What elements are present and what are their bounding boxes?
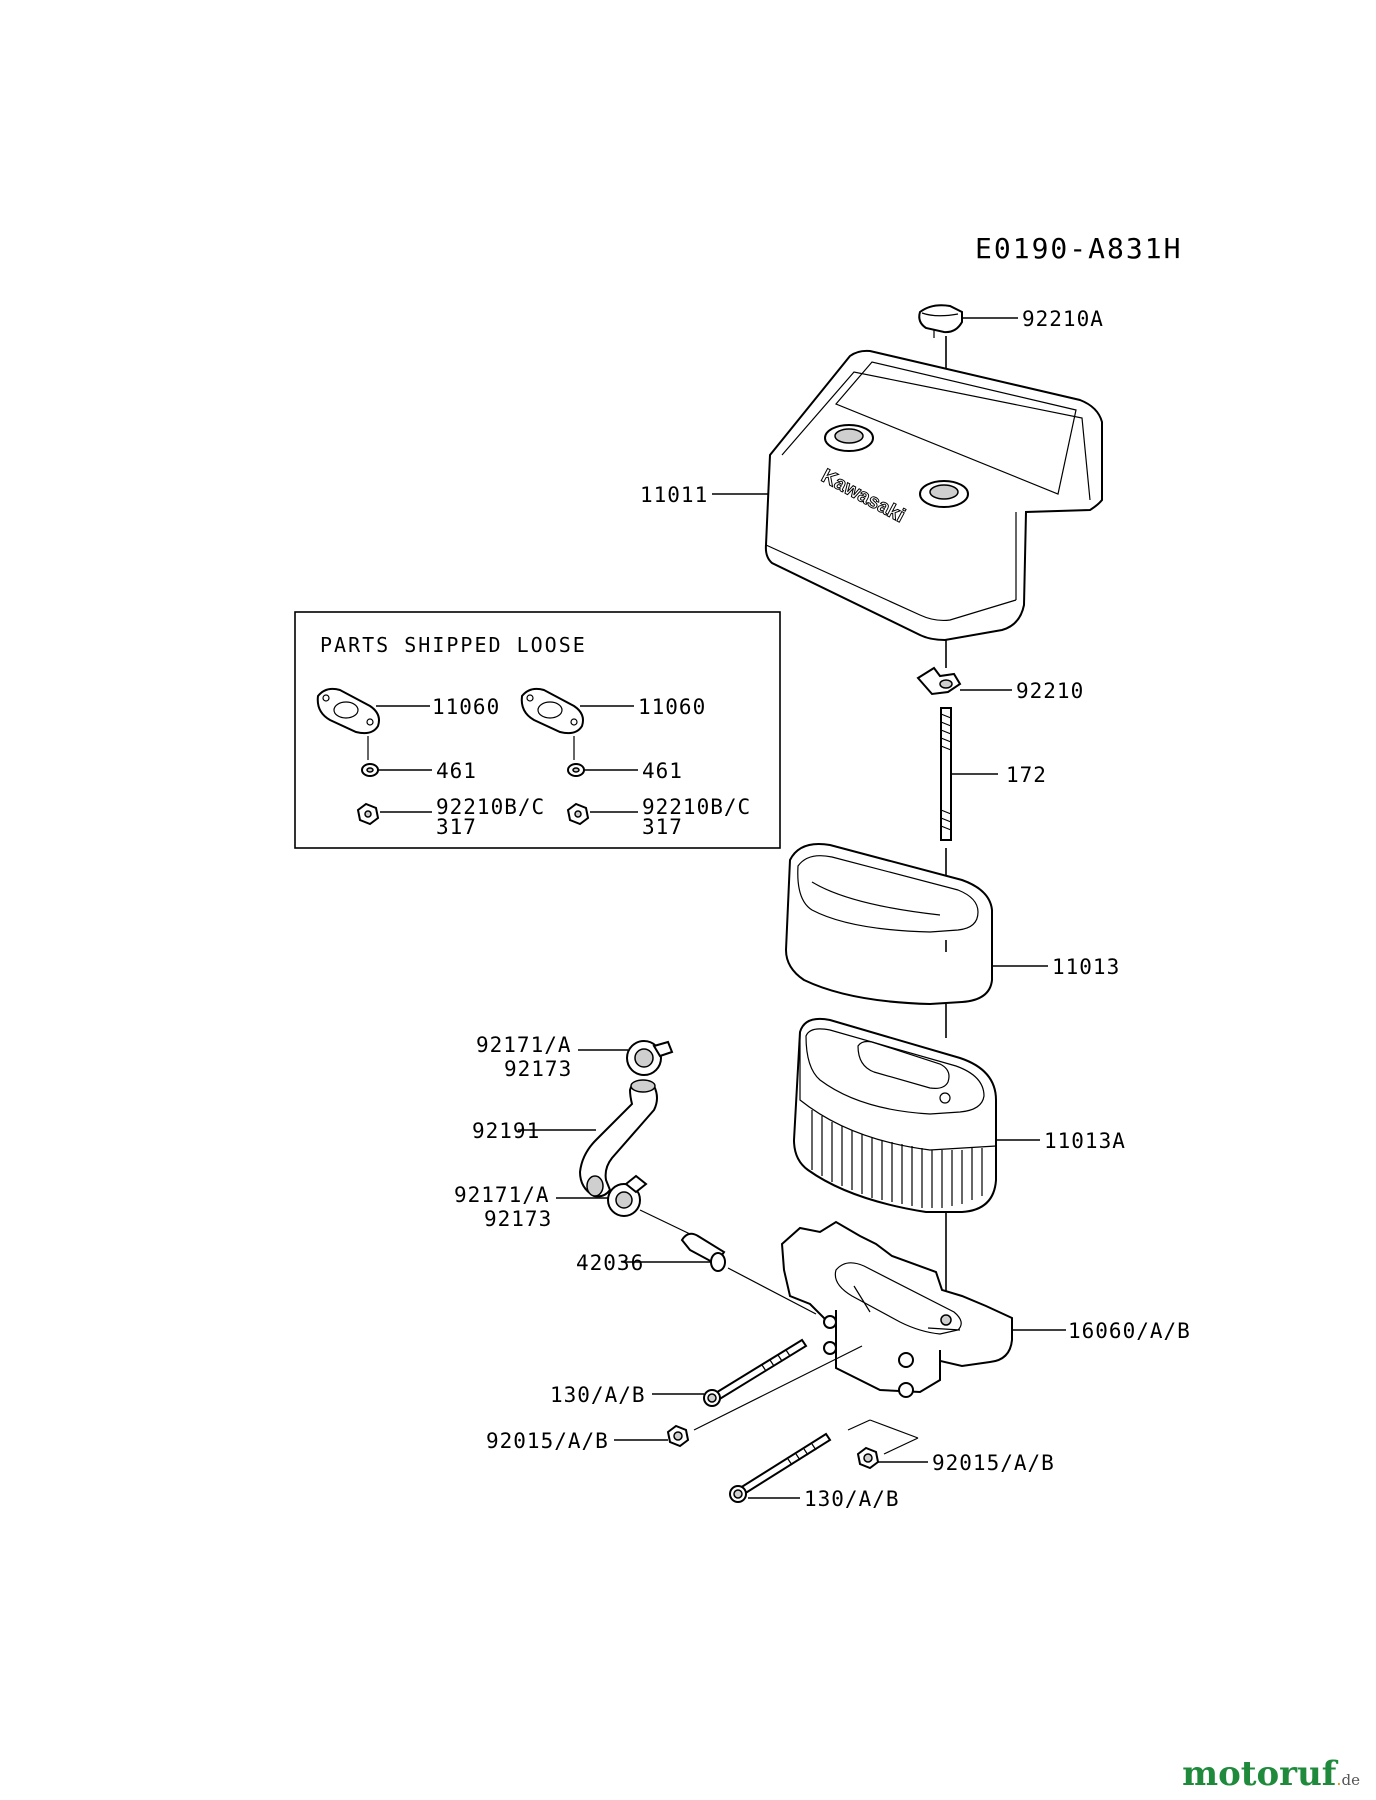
clamp-bottom-part (607, 1174, 648, 1217)
loose-box-title: PARTS SHIPPED LOOSE (320, 633, 587, 657)
label-base: 16060/A/B (1068, 1319, 1191, 1343)
loose-right-washer-label: 461 (642, 759, 683, 783)
loose-left-washer-label: 461 (436, 759, 477, 783)
label-bolt-upper: 130/A/B (550, 1383, 646, 1407)
label-precleaner: 11013 (1052, 955, 1120, 979)
label-hose: 92191 (472, 1119, 540, 1143)
clamp-top-part (626, 1040, 674, 1076)
watermark-tld: de (1341, 1771, 1360, 1789)
label-cover: 11011 (640, 483, 708, 507)
wing-nut-part (916, 666, 962, 696)
stud-part (940, 707, 952, 841)
loose-nut-left (356, 802, 380, 826)
label-clamp-top-1: 92171/A (476, 1033, 572, 1057)
label-nut-left: 92015/A/B (486, 1429, 609, 1453)
bolt-lower-part (729, 1432, 832, 1503)
air-filter-part (792, 1017, 997, 1213)
bolt-upper-part (703, 1338, 808, 1407)
nut-left-part (666, 1424, 690, 1448)
loose-left-gasket-label: 11060 (432, 695, 500, 719)
label-nut-right: 92015/A/B (932, 1451, 1055, 1475)
loose-right-nut-label-1: 92210B/C (642, 795, 751, 819)
label-wing-nut: 92210 (1016, 679, 1084, 703)
loose-left-nut-label-1: 92210B/C (436, 795, 545, 819)
diagram-code: E0190-A831H (975, 232, 1182, 265)
nut-right-part (856, 1446, 880, 1470)
knob-part (918, 304, 963, 338)
loose-washer-right (567, 763, 585, 777)
label-filter: 11013A (1044, 1129, 1126, 1153)
loose-right-gasket-label: 11060 (638, 695, 706, 719)
watermark-brand: motoruf (1182, 1754, 1337, 1794)
label-clamp-bottom-2: 92173 (484, 1207, 552, 1231)
label-clamp-top-2: 92173 (504, 1057, 572, 1081)
loose-washer-left (361, 763, 379, 777)
loose-right-nut-label-2: 317 (642, 815, 683, 839)
fitting-part (680, 1232, 726, 1272)
loose-gasket-right (520, 687, 584, 735)
label-stud: 172 (1006, 763, 1047, 787)
hose-part (578, 1079, 658, 1198)
base-part (780, 1220, 1013, 1398)
label-clamp-bottom-1: 92171/A (454, 1183, 550, 1207)
label-fitting: 42036 (576, 1251, 644, 1275)
air-cleaner-cover: Kawasaki (764, 349, 1103, 642)
loose-nut-right (566, 802, 590, 826)
label-knob: 92210A (1022, 307, 1104, 331)
precleaner-part (784, 843, 993, 1006)
watermark-logo: motoruf.de (1182, 1754, 1360, 1794)
loose-left-nut-label-2: 317 (436, 815, 477, 839)
loose-gasket-left (316, 687, 380, 735)
label-bolt-lower: 130/A/B (804, 1487, 900, 1511)
parts-shipped-loose-box: PARTS SHIPPED LOOSE 11060 461 92210B/C 3… (294, 611, 781, 849)
